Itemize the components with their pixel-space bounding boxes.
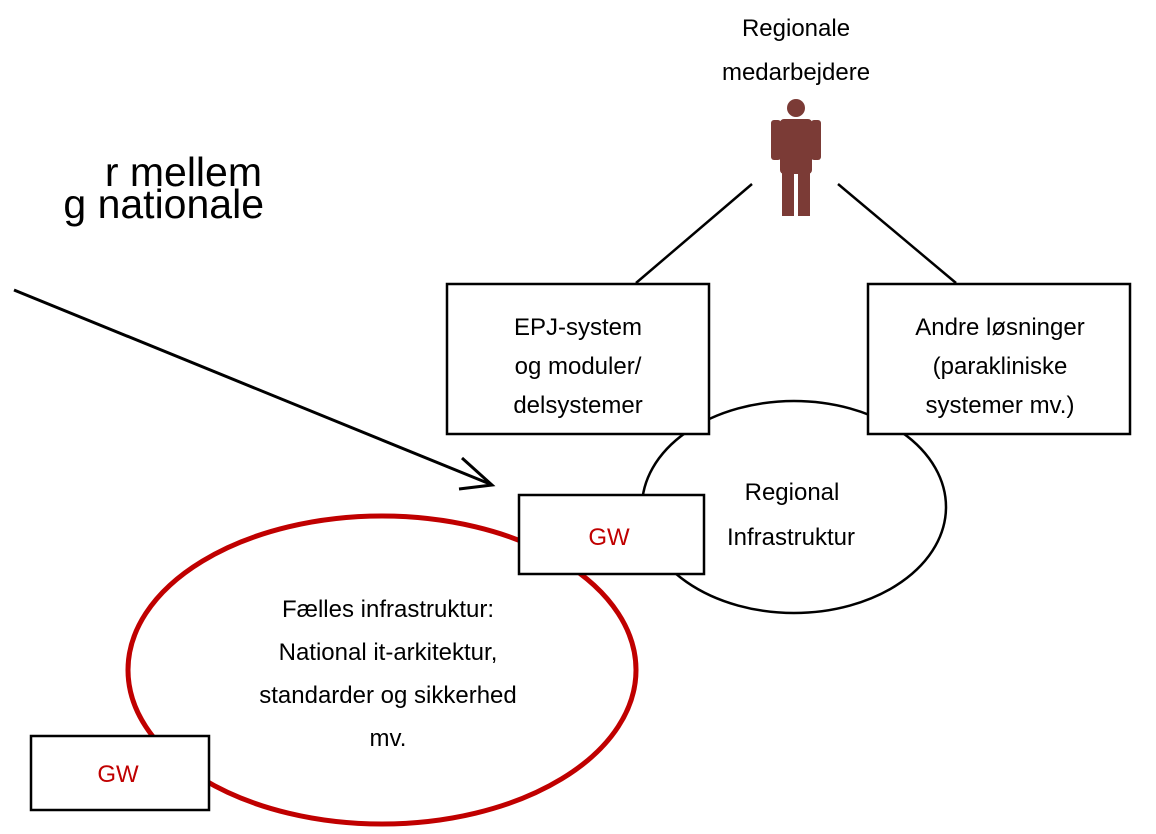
gateway-box-bottom <box>29 734 211 812</box>
gateway-label-bottom: GW <box>97 761 139 788</box>
andre-losninger-box <box>866 282 1132 436</box>
epj-line-2: og moduler/ <box>515 353 642 380</box>
person-label-line-2: medarbejdere <box>722 59 870 86</box>
regional-line-2-wrap: Infrastruktur <box>727 524 855 551</box>
person-to-epj-line <box>635 183 753 284</box>
arrow-head <box>458 456 496 491</box>
andre-line-2: (parakliniske <box>933 353 1068 380</box>
faelles-line-1: Fælles infrastruktur: <box>282 596 494 623</box>
person-to-andre-line <box>837 183 957 284</box>
andre-line-3: systemer mv.) <box>926 392 1075 419</box>
faelles-infrastructure-ellipse <box>125 513 639 827</box>
person-label-line-1: Regionale <box>742 15 850 42</box>
faelles-line-4: mv. <box>370 725 407 752</box>
heading-line-1: r mellem <box>105 149 262 195</box>
epj-line-1: EPJ-system <box>514 314 642 341</box>
andre-line-1: Andre løsninger <box>915 314 1084 341</box>
epj-line-3: delsystemer <box>513 392 642 419</box>
gateway-label-main: GW <box>588 524 630 551</box>
epj-system-box <box>445 282 711 436</box>
regional-line-1: Regional <box>745 479 840 506</box>
heading-line-2: g nationale <box>63 181 264 227</box>
gateway-box-main <box>517 493 706 576</box>
person-icon <box>771 99 821 216</box>
arrow-line <box>13 288 491 486</box>
faelles-line-3: standarder og sikkerhed <box>259 682 516 709</box>
faelles-line-2: National it-arkitektur, <box>279 639 498 666</box>
regional-line-2: Infrastruktur <box>727 524 855 551</box>
